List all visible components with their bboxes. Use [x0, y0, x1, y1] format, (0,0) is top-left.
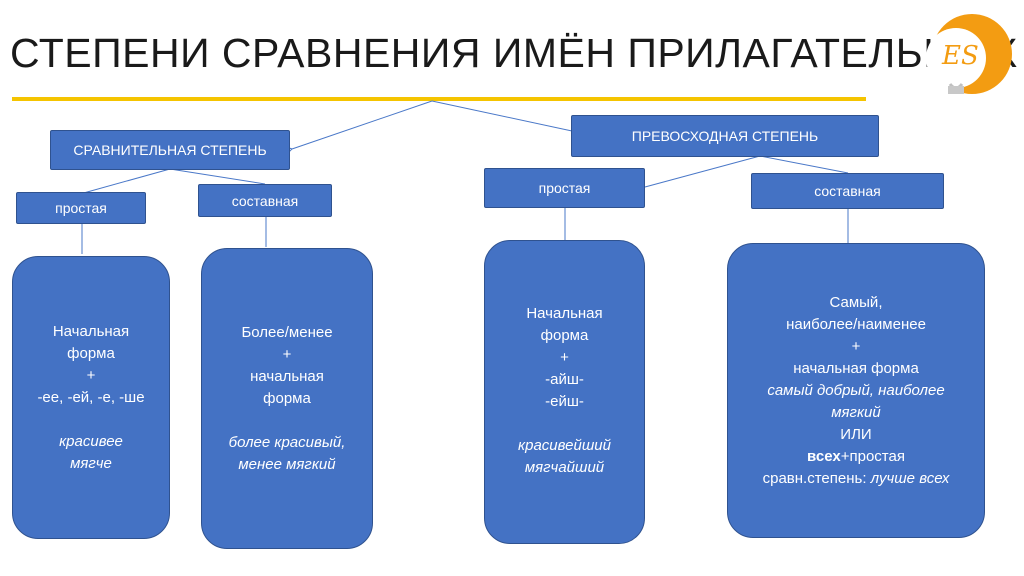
title-underline: [12, 97, 866, 101]
rule-line: -айш-: [545, 371, 584, 388]
rule-line: +: [851, 337, 861, 355]
rule-line: Начальная: [526, 305, 603, 322]
rule-line: +: [282, 345, 292, 363]
rule-line: Более/менее: [241, 323, 333, 341]
superlative-compound-rule: Самый, наиболее/наименее + начальная фор…: [727, 243, 985, 538]
bulb-base: [948, 86, 964, 94]
rule-line: форма: [263, 389, 311, 407]
rule-line: форма: [540, 327, 589, 344]
example-line: мягчайший: [524, 459, 605, 476]
superlative-compound-box: составная: [751, 173, 944, 209]
rule-line: начальная: [250, 367, 324, 385]
rule-line: сравн.степень: лучше всех: [763, 468, 950, 490]
comparative-simple-box: простая: [16, 192, 146, 224]
page-title: СТЕПЕНИ СРАВНЕНИЯ ИМЁН ПРИЛАГАТЕЛЬНЫХ: [10, 30, 1018, 76]
rule-line: всех+простая: [807, 446, 905, 468]
comparative-degree-box: СРАВНИТЕЛЬНАЯ СТЕПЕНЬ: [50, 130, 290, 170]
line-sup-compound: [759, 155, 849, 174]
rule-line: -ейш-: [545, 393, 584, 410]
comparative-compound-box: составная: [198, 184, 332, 217]
es-logo-icon: ES: [926, 14, 1012, 94]
comparative-compound-rule: Более/менее + начальная форма более крас…: [201, 248, 373, 549]
example-line: самый добрый, наиболее: [767, 381, 945, 399]
example-line: более красивый,: [228, 433, 346, 451]
rule-line: +: [86, 366, 96, 384]
comp-example-text: лучше всех: [870, 469, 950, 487]
rule-line: Начальная: [52, 322, 130, 340]
rule-line: форма: [67, 344, 115, 362]
plus-simple-text: +простая: [840, 447, 905, 465]
line-comp-simple: [79, 168, 171, 195]
superlative-simple-rule: Начальная форма + -айш- -ейш- красивейши…: [484, 240, 645, 544]
superlative-simple-box: простая: [484, 168, 645, 208]
rule-line: наиболее/наименее: [786, 315, 926, 333]
rule-line: начальная форма: [793, 359, 919, 377]
example-line: красивее: [59, 432, 123, 450]
line-sup-simple: [644, 155, 761, 188]
line-root-comparative: [291, 100, 433, 150]
example-line: мягкий: [831, 403, 881, 421]
example-line: мягче: [70, 454, 112, 472]
rule-line: Самый,: [829, 293, 883, 311]
example-line: красивейший: [518, 437, 611, 454]
rule-line: -ее, -ей, -е, -ше: [37, 388, 145, 406]
line-comp-compound: [169, 168, 266, 185]
rule-line: +: [560, 349, 569, 366]
comparative-simple-rule: Начальная форма + -ее, -ей, -е, -ше крас…: [12, 256, 170, 539]
comp-prefix-text: сравн.степень:: [762, 469, 871, 487]
example-line: менее мягкий: [238, 455, 336, 473]
superlative-degree-box: ПРЕВОСХОДНАЯ СТЕПЕНЬ: [571, 115, 879, 157]
bold-word: всех: [807, 447, 841, 465]
logo-text: ES: [941, 41, 979, 71]
or-label: ИЛИ: [840, 425, 872, 443]
